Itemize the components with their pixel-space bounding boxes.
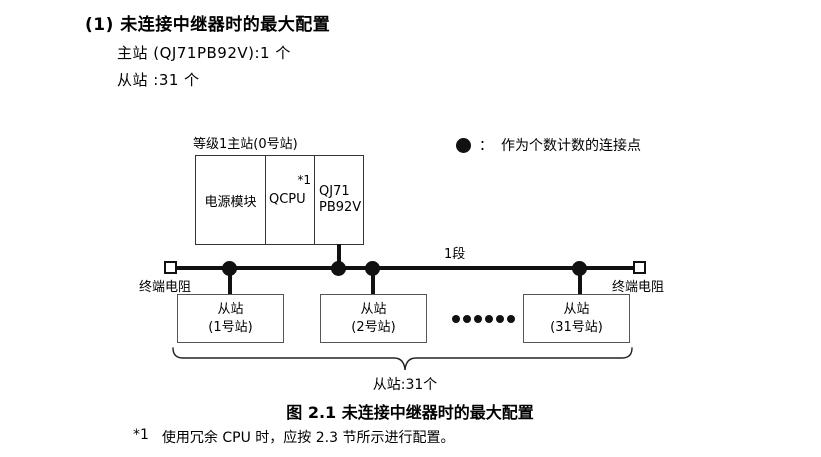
pb92v-label-line2: PB92V (319, 200, 362, 215)
legend-text: 作为个数计数的连接点 (501, 138, 641, 154)
master-count-line: 主站 (QJ71PB92V):1 个 (117, 44, 291, 62)
cpu-footnote-ref: *1 (297, 173, 311, 187)
connection-dot-icon (222, 261, 237, 276)
legend: ： 作为个数计数的连接点 (456, 135, 641, 155)
legend-separator: ： (479, 138, 493, 154)
segment-label: 1段 (444, 247, 466, 262)
ellipsis-dots (452, 315, 515, 323)
ellipsis-dot-icon (496, 315, 504, 323)
slave31-label-line2: (31号站) (550, 319, 603, 335)
footnote-text: 使用冗余 CPU 时，应按 2.3 节所示进行配置。 (161, 430, 455, 446)
power-module-cell: 电源模块 (196, 156, 266, 244)
slave1-label-line1: 从站 (217, 301, 244, 317)
brace-label: 从站:31个 (372, 377, 438, 393)
master-station-box: 电源模块 *1 QCPU QJ71 PB92V (195, 155, 364, 245)
cpu-cell: *1 QCPU (266, 156, 315, 244)
section-heading: (1) 未连接中继器时的最大配置 (85, 15, 331, 35)
right-terminator-icon (633, 261, 646, 274)
slave-count-line: 从站 :31 个 (117, 71, 200, 89)
slave1-drop-line (228, 268, 232, 296)
pb92v-label-line1: QJ71 (319, 184, 350, 199)
slave2-drop-line (371, 268, 375, 296)
left-terminator-label: 终端电阻 (139, 280, 192, 295)
slave31-label-line1: 从站 (563, 301, 590, 317)
connection-dot-icon (331, 261, 346, 276)
bus-line (176, 266, 634, 270)
brace-icon (172, 347, 633, 371)
left-terminator-icon (164, 261, 177, 274)
ellipsis-dot-icon (474, 315, 482, 323)
pb92v-cell: QJ71 PB92V (315, 156, 363, 244)
ellipsis-dot-icon (485, 315, 493, 323)
ellipsis-dot-icon (463, 315, 471, 323)
cpu-label: QCPU (269, 192, 306, 207)
ellipsis-dot-icon (452, 315, 460, 323)
connection-dot-icon (365, 261, 380, 276)
slave31-drop-line (578, 268, 582, 296)
footnote: *1 使用冗余 CPU 时，应按 2.3 节所示进行配置。 (133, 427, 454, 447)
master-drop-line (337, 244, 341, 268)
slave-station-box-2: 从站 (2号站) (320, 294, 427, 343)
slave2-label-line2: (2号站) (351, 319, 396, 335)
slave2-label-line1: 从站 (360, 301, 387, 317)
master-station-label: 等级1主站(0号站) (193, 137, 298, 152)
slave-station-box-31: 从站 (31号站) (523, 294, 630, 343)
figure-caption: 图 2.1 未连接中继器时的最大配置 (286, 403, 534, 422)
slave-station-box-1: 从站 (1号站) (177, 294, 284, 343)
right-terminator-label: 终端电阻 (612, 280, 665, 295)
connection-dot-icon (572, 261, 587, 276)
footnote-marker: *1 (133, 427, 149, 443)
ellipsis-dot-icon (507, 315, 515, 323)
slave1-label-line2: (1号站) (208, 319, 253, 335)
connection-dot-icon (456, 137, 471, 153)
